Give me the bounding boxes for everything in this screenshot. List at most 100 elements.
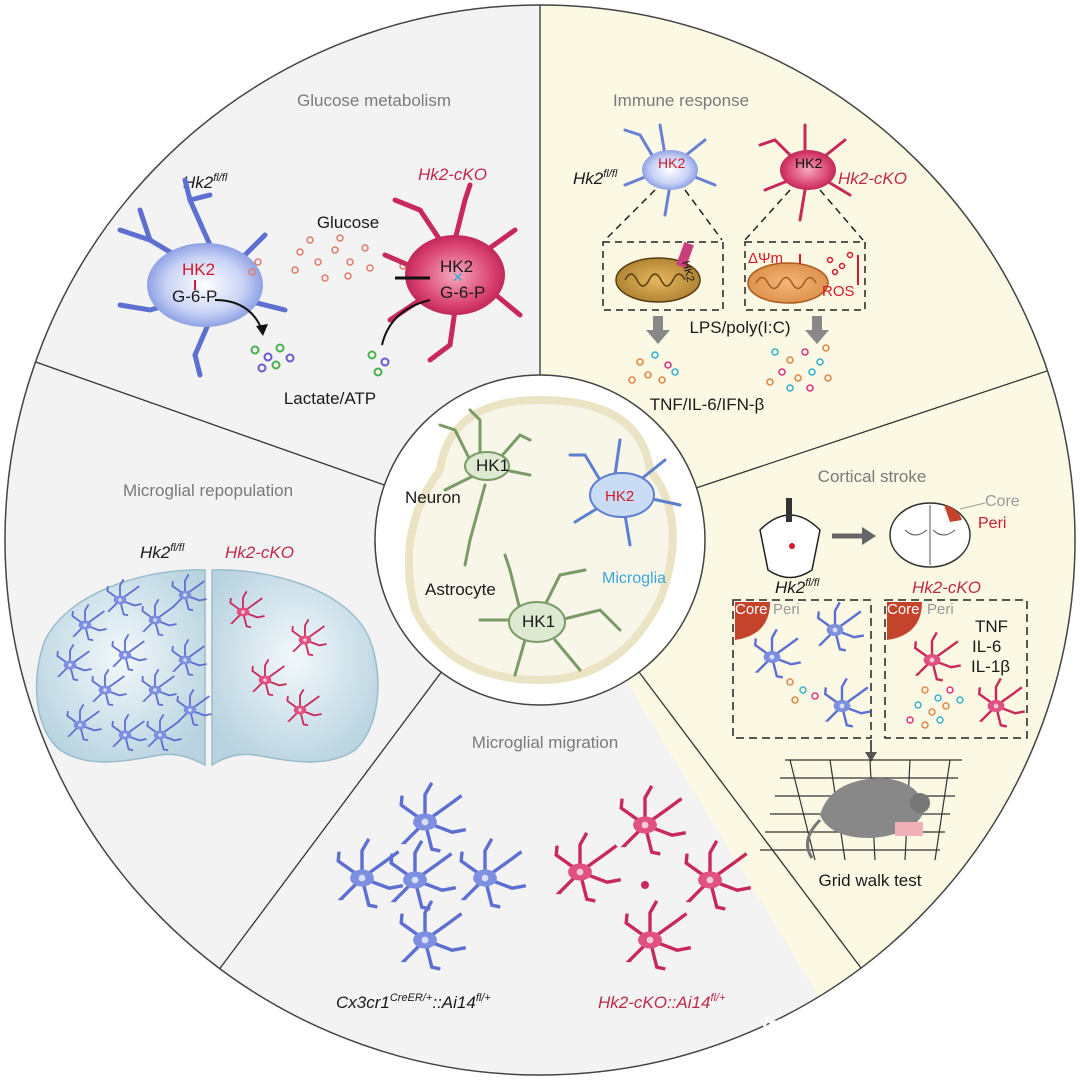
repopulated-wt-cells — [56, 573, 212, 752]
immune-wt-hk2: HK2 — [658, 155, 685, 171]
glucose-ko-hk2: HK2 — [440, 257, 473, 276]
stroke-microglia — [753, 601, 1026, 728]
dpsi-label: ΔΨm — [748, 250, 783, 267]
migration-ko-microglia — [554, 832, 622, 903]
astrocyte-label: Astrocyte — [425, 580, 496, 599]
mouse-head-icon — [759, 498, 821, 579]
neuron-cell — [438, 408, 532, 567]
glucose-ko-g6p: G-6-P — [440, 283, 485, 302]
repop-wt-microglia — [171, 573, 207, 612]
migration-wt-cells — [336, 782, 527, 971]
repopulated-ko-cells — [229, 590, 327, 727]
repop-ko-microglia — [291, 618, 327, 657]
immune-ko-hk2: HK2 — [795, 155, 822, 171]
migration-ko-label: Hk2-cKO::Ai14fl/+ — [598, 992, 726, 1012]
immune-wt-label: Hk2fl/fl — [573, 168, 618, 188]
injury-site-dot — [641, 881, 649, 889]
ko-mitochondrion — [747, 262, 829, 304]
stroke-wt-microglia — [753, 628, 802, 679]
ros-label: ROS — [822, 283, 855, 300]
glucose-panel: Glucose metabolism Hk2fl/fl Hk2-cKO HK2 … — [117, 91, 523, 408]
repop-wt-microglia — [111, 633, 147, 672]
migration-wt-label: Cx3cr1CreER/+::Ai14fl/+ — [336, 992, 491, 1012]
repopulation-wt-label: Hk2fl/fl — [140, 542, 185, 562]
glucose-ko-label: Hk2-cKO — [418, 165, 487, 184]
stroke-flow-arrowhead — [862, 527, 876, 545]
stroke-wt-box — [732, 599, 872, 739]
repop-wt-microglia — [146, 713, 182, 752]
repop-wt-microglia — [141, 598, 177, 637]
stroke-cytokine-dots — [786, 678, 964, 729]
watermark: 知乎 @逻辑神经科学 — [762, 1015, 1042, 1050]
repop-wt-microglia — [56, 643, 92, 682]
glucose-label: Glucose — [317, 213, 379, 232]
stroke-ko-box — [884, 599, 1028, 739]
ko-core-region — [887, 602, 922, 640]
immune-zoom-boxes — [602, 189, 866, 311]
cytokines-label: TNF/IL-6/IFN-β — [650, 395, 765, 414]
stroke-panel: Cortical stroke Core Peri Hk2fl/fl Hk2-c… — [732, 467, 1028, 890]
stroke-peri-label: Peri — [978, 515, 1006, 532]
glucose-title: Glucose metabolism — [297, 91, 451, 110]
core-pointer — [959, 502, 986, 510]
migration-wt-microglia — [336, 838, 404, 909]
wt-mitochondrion — [615, 242, 701, 303]
glucose-wt-microglia — [117, 177, 288, 378]
stroke-wt-microglia — [823, 677, 872, 728]
glucose-molecules — [248, 234, 407, 282]
immune-title: Immune response — [613, 91, 749, 110]
migration-wt-microglia — [399, 782, 467, 853]
stroke-core-label: Core — [985, 493, 1020, 510]
gridwalk-arrowhead — [865, 752, 877, 762]
migration-wt-microglia — [389, 840, 457, 911]
repop-wt-microglia — [66, 703, 102, 742]
neuron-label: Neuron — [405, 488, 461, 507]
repop-ko-microglia — [229, 590, 265, 629]
glucose-wt-g6p: G-6-P — [172, 287, 217, 306]
repopulation-ko-label: Hk2-cKO — [225, 543, 294, 562]
migration-wt-microglia — [459, 838, 527, 909]
stroke-wt-microglia — [816, 601, 865, 652]
stroke-ko-label: Hk2-cKO — [912, 578, 981, 597]
brain-right-hemisphere — [211, 569, 379, 767]
astrocyte-soma — [508, 601, 566, 643]
wt-cell-body — [147, 243, 263, 327]
astrocyte-cell — [478, 553, 622, 677]
stroke-wt-label: Hk2fl/fl — [775, 577, 820, 597]
neuron-hk1: HK1 — [476, 456, 509, 475]
ko-cell-body — [405, 235, 505, 315]
stroke-cytokine-3: IL-1β — [971, 657, 1010, 676]
immune-arrows — [646, 316, 829, 344]
stimulus-label: LPS/poly(I:C) — [689, 318, 790, 337]
wt-core-region — [735, 602, 770, 640]
repop-wt-microglia — [106, 578, 142, 617]
lactate-molecules-ko — [367, 350, 390, 377]
migration-title: Microglial migration — [472, 733, 618, 752]
immune-ko-cell-body — [780, 150, 836, 190]
stroke-title: Cortical stroke — [818, 467, 927, 486]
outer-circle-border — [4, 4, 1076, 1076]
brain-slice-icon — [889, 502, 971, 568]
repop-ko-microglia — [251, 658, 287, 697]
stroke-ko-microglia — [913, 631, 962, 682]
wt-output-arrow — [214, 299, 263, 331]
immune-panel: Immune response Hk2fl/fl Hk2-cKO HK2 HK2 — [573, 91, 907, 414]
ros-molecules — [826, 251, 854, 276]
ko-output-arrow — [381, 299, 431, 346]
astrocyte-hk1: HK1 — [522, 612, 555, 631]
wt-arrowhead — [256, 324, 268, 336]
migration-ko-cells — [554, 785, 752, 971]
ko-box-core-label: Core — [887, 601, 920, 618]
stroke-cytokine-1: TNF — [975, 617, 1008, 636]
glucose-ko-microglia — [382, 182, 523, 363]
repop-wt-microglia — [141, 668, 177, 707]
cytokine-dots-ko — [766, 344, 832, 392]
immune-wt-cell-body — [642, 150, 698, 190]
glucose-wt-hk2: HK2 — [182, 260, 215, 279]
grid-walk-label: Grid walk test — [819, 871, 922, 890]
repop-wt-microglia — [171, 638, 207, 677]
repop-wt-microglia — [111, 713, 147, 752]
migration-wt-microglia — [399, 900, 467, 971]
migration-ko-microglia — [684, 840, 752, 911]
repopulation-panel: Microglial repopulation Hk2fl/fl Hk2-cKO — [35, 481, 379, 767]
